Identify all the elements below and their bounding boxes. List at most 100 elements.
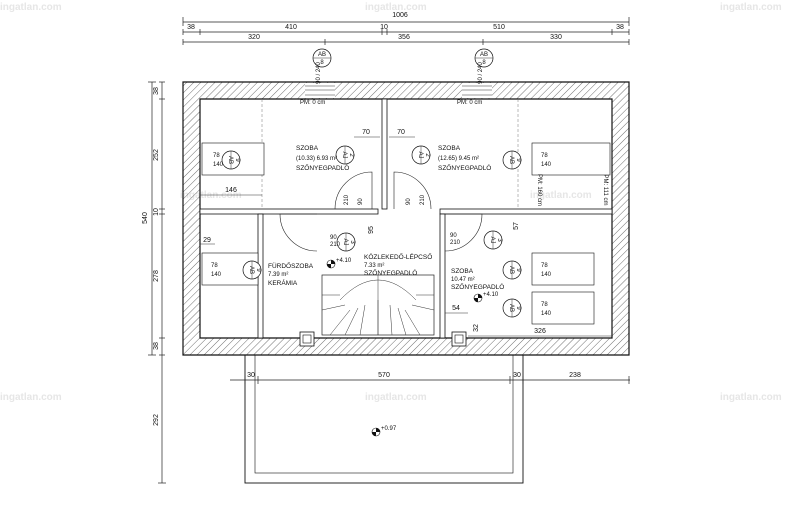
tag-top: AB bbox=[248, 266, 254, 274]
dim-label: 57 bbox=[513, 222, 520, 230]
level-label: +4.10 bbox=[483, 292, 499, 298]
tag-bottom: 3 bbox=[349, 240, 355, 244]
room-floor: SZŐNYEGPADLÓ bbox=[438, 163, 491, 172]
door-swings: 90 210 90 210 90 210 90 210 bbox=[279, 171, 483, 252]
room-floor: SZŐNYEGPADLÓ bbox=[296, 163, 349, 172]
dim-label: 320 bbox=[248, 34, 260, 41]
watermark: ingatlan.com bbox=[720, 392, 782, 403]
level-marker-hall: +4.10 bbox=[326, 258, 352, 269]
dim-label: 146 bbox=[225, 187, 237, 194]
room-area: 7.39 m² bbox=[268, 272, 288, 278]
door-tag-2: AJ 2 70 bbox=[389, 129, 431, 165]
walls bbox=[182, 81, 630, 356]
door-tag-4: AJ 3 bbox=[483, 230, 503, 250]
pm-label: PM: 0 cm bbox=[457, 100, 482, 106]
watermark: ingatlan.com bbox=[530, 190, 592, 201]
dim-label: 570 bbox=[378, 372, 390, 379]
window-tag-left: AB 8 90 / 240 PM: 0 cm bbox=[300, 48, 332, 106]
tag-top: AB bbox=[508, 266, 514, 274]
tag-bottom: 9 bbox=[234, 158, 240, 162]
level-marker-room3: +4.10 bbox=[473, 292, 499, 303]
roof-window-width: 78 bbox=[541, 302, 548, 308]
dim-label: 330 bbox=[550, 34, 562, 41]
tag-top: AB bbox=[318, 52, 326, 58]
tag-bottom: 8 bbox=[482, 60, 486, 66]
tag-top: AB bbox=[508, 304, 514, 312]
dim-label: 356 bbox=[398, 34, 410, 41]
tag-top: AJ bbox=[489, 236, 495, 243]
roof-window-1: 78 140 AB 9 bbox=[201, 142, 265, 176]
watermark: ingatlan.com bbox=[0, 392, 62, 403]
roof-window-height: 140 bbox=[213, 162, 224, 168]
dim-label: 32 bbox=[473, 324, 480, 332]
tag-top: AB bbox=[480, 52, 488, 58]
dim-label: 10 bbox=[380, 24, 388, 31]
room-floor: SZŐNYEGPADLÓ bbox=[364, 268, 417, 277]
door-width: 90 bbox=[330, 235, 337, 241]
tag-top: AB bbox=[508, 156, 514, 164]
dim-label: 10 bbox=[153, 208, 160, 216]
dim-label: 38 bbox=[187, 24, 195, 31]
dim-label: 38 bbox=[153, 342, 160, 350]
room-area: 10.47 m² bbox=[451, 277, 475, 283]
dim-label: 95 bbox=[368, 226, 375, 234]
watermark: ingatlan.com bbox=[365, 2, 427, 13]
door-tag-3: AJ 3 bbox=[336, 232, 356, 252]
roof-window-width: 78 bbox=[213, 153, 220, 159]
tag-bottom: 3 bbox=[496, 238, 502, 242]
dim-label: 70 bbox=[397, 129, 405, 136]
room-name: FÜRDŐSZOBA bbox=[268, 261, 314, 270]
tag-top: AJ bbox=[342, 238, 348, 245]
room-label-kozlekedo: KÖZLEKEDŐ-LÉPCSŐ 7.33 m² SZŐNYEGPADLÓ bbox=[364, 252, 432, 277]
tag-top: AB bbox=[227, 156, 233, 164]
room-name: SZOBA bbox=[451, 268, 474, 275]
room-area: (10.33) 6.93 m² bbox=[296, 156, 337, 162]
roof-window-2: 78 140 AB 9 bbox=[502, 142, 611, 176]
tag-bottom: 8 bbox=[320, 60, 324, 66]
roof-window-5: 78 140 AB 9 bbox=[502, 291, 595, 325]
pm-label: PM: 111 cm bbox=[602, 174, 608, 205]
dim-label: 38 bbox=[153, 87, 160, 95]
roof-window-4: 78 140 AB 9 bbox=[502, 252, 595, 286]
tag-bottom: 9 bbox=[515, 306, 521, 310]
door-height: 210 bbox=[330, 242, 341, 248]
watermark: ingatlan.com bbox=[720, 2, 782, 13]
roof-window-height: 140 bbox=[541, 162, 552, 168]
room-label-szoba-1: SZOBA (10.33) 6.93 m² SZŐNYEGPADLÓ bbox=[296, 145, 349, 172]
dim-label: 410 bbox=[285, 24, 297, 31]
dim-label: 29 bbox=[203, 237, 211, 244]
room-name: SZOBA bbox=[438, 145, 461, 152]
room-label-szoba-3: SZOBA 10.47 m² SZŐNYEGPADLÓ bbox=[451, 268, 504, 291]
dim-label: 30 bbox=[513, 372, 521, 379]
left-dimension-chain: 540 38 252 10 278 38 bbox=[142, 81, 165, 356]
room-floor: KERÁMIA bbox=[268, 278, 298, 287]
watermark-layer: ingatlan.com ingatlan.com ingatlan.com i… bbox=[0, 2, 782, 403]
tag-bottom: 2 bbox=[424, 153, 430, 157]
watermark: ingatlan.com bbox=[365, 392, 427, 403]
overall-height-label: 540 bbox=[142, 212, 149, 224]
watermark: ingatlan.com bbox=[0, 2, 62, 13]
tag-bottom: 9 bbox=[255, 268, 261, 272]
window-size-label: 90 / 240 bbox=[316, 61, 322, 83]
level-label: +0.97 bbox=[381, 426, 397, 432]
dim-label: 30 bbox=[247, 372, 255, 379]
dim-label: 278 bbox=[153, 270, 160, 282]
pm-label: PM: 0 cm bbox=[300, 100, 325, 106]
inner-dimensions: 146 29 95 57 54 32 326 bbox=[200, 187, 612, 337]
dim-label: 38 bbox=[616, 24, 624, 31]
door-height: 210 bbox=[450, 240, 461, 246]
roof-window-width: 78 bbox=[211, 263, 218, 269]
window-size-label: 90 / 240 bbox=[478, 61, 484, 83]
door-tag-1: AJ 2 70 bbox=[335, 129, 380, 165]
dim-label: 70 bbox=[362, 129, 370, 136]
room-label-furdoszoba: FÜRDŐSZOBA 7.39 m² KERÁMIA bbox=[268, 261, 314, 287]
roof-window-height: 140 bbox=[541, 272, 552, 278]
tag-top: AJ bbox=[341, 151, 347, 158]
roof-window-height: 140 bbox=[211, 272, 222, 278]
watermark: ingatlan.com bbox=[180, 190, 242, 201]
overall-width-label: 1006 bbox=[392, 12, 408, 19]
room-area: 7.33 m² bbox=[364, 263, 384, 269]
dim-label: 238 bbox=[569, 372, 581, 379]
tag-top: AJ bbox=[417, 151, 423, 158]
